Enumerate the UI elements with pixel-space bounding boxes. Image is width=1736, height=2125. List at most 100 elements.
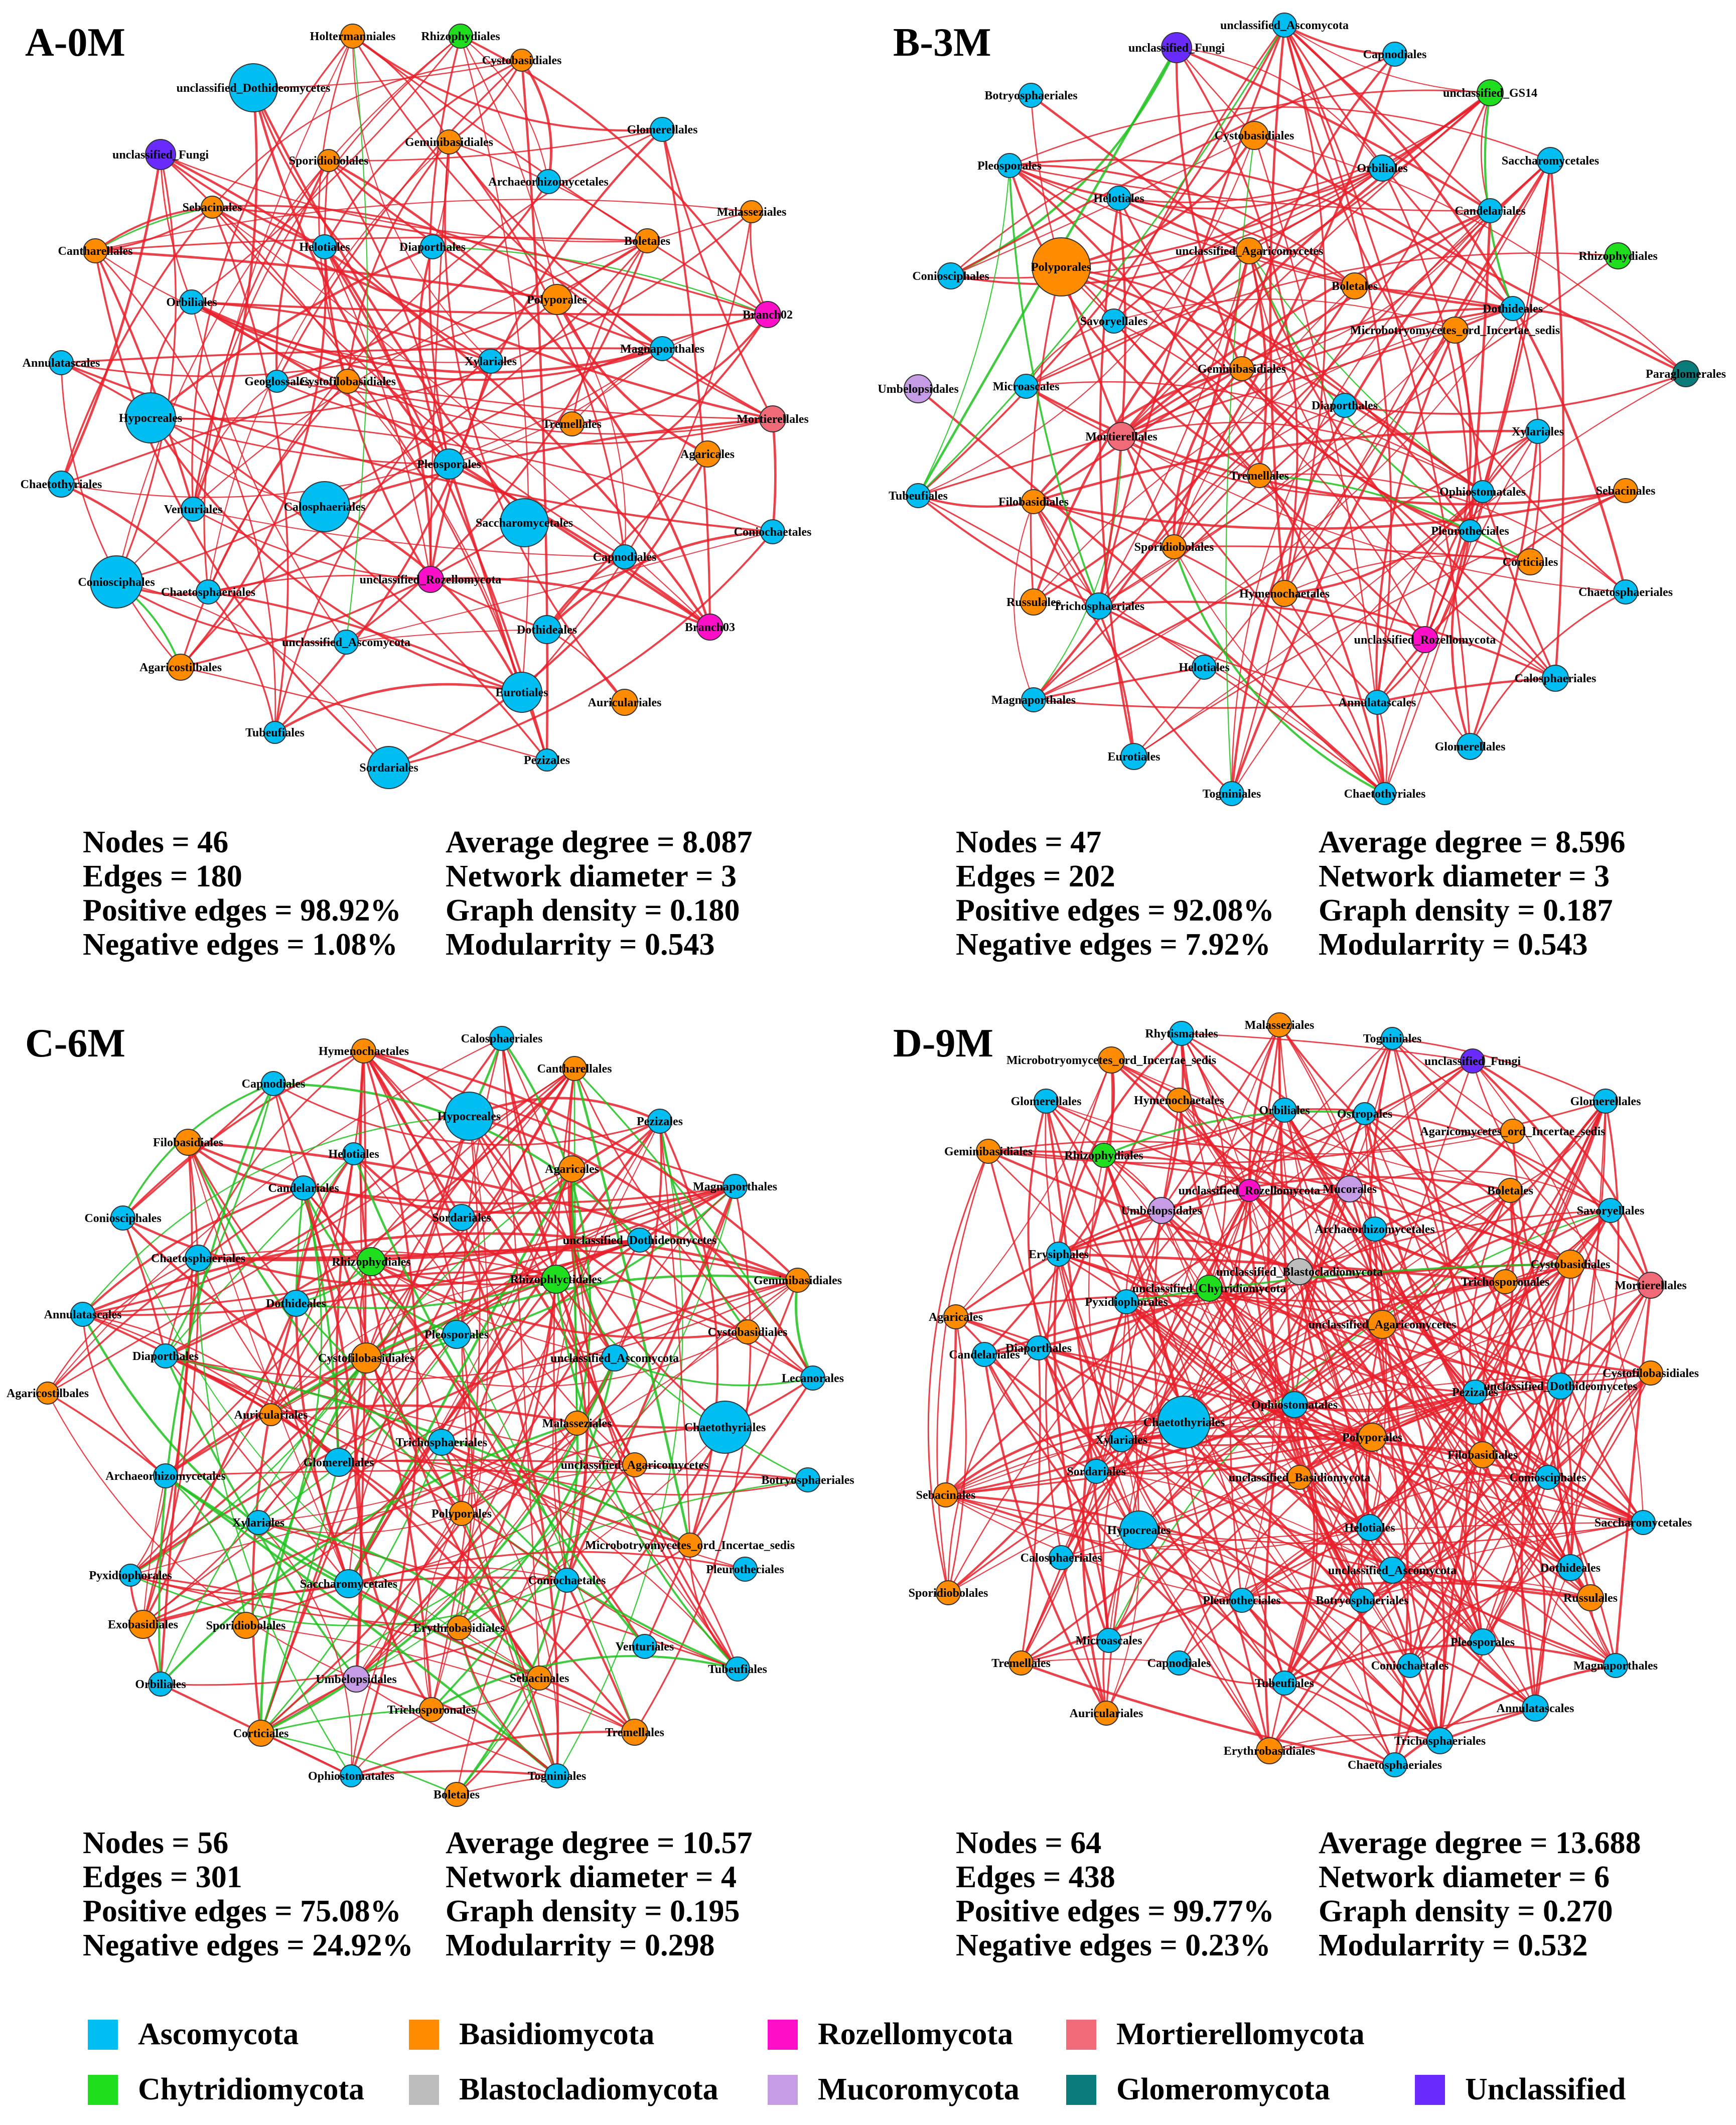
positive-edge	[129, 1050, 365, 1576]
network-node: Saccharomycetales	[1502, 147, 1599, 174]
negative-edge	[461, 1513, 558, 1776]
positive-edge	[1033, 404, 1346, 701]
network-node: Ophiostomatales	[308, 1764, 394, 1787]
node-label: Microbotryomycetes_ord_Incertae_sedis	[1006, 1054, 1216, 1067]
node-circle	[1353, 1102, 1376, 1125]
node-circle	[562, 1056, 587, 1081]
positive-edge	[983, 1354, 1097, 1472]
network-node: Tremellales	[605, 1719, 664, 1746]
node-label: Chaetosphaeriales	[1348, 1759, 1442, 1772]
node-label: Corticiales	[1503, 556, 1558, 569]
node-label: Tremellales	[605, 1726, 664, 1739]
positive-edge	[1173, 250, 1251, 547]
positive-edge	[1283, 1404, 1316, 1684]
network-node: Archaeorhizomycetales	[1315, 1217, 1435, 1242]
stat-graph-density: Graph density = 0.270	[1319, 1894, 1613, 1928]
negative-edge	[245, 1187, 323, 1626]
node-label: Annulatascales	[1339, 696, 1416, 709]
node-circle	[1522, 1695, 1549, 1722]
network-node: Tubeufiales	[245, 721, 305, 744]
node-label: Filobasidiales	[998, 496, 1069, 509]
positive-edge	[1248, 1189, 1651, 1375]
network-node: Botryosphaeriales	[761, 1467, 854, 1492]
network-node: Boletales	[1487, 1178, 1533, 1203]
positive-edge	[207, 141, 450, 592]
node-label: unclassified_Basidiomycota	[1229, 1471, 1371, 1484]
positive-edge	[556, 299, 626, 557]
positive-edge	[1009, 165, 1491, 212]
positive-edge	[1102, 1155, 1371, 1529]
positive-edge	[1030, 266, 1062, 602]
node-circle	[448, 1204, 475, 1231]
positive-edge	[150, 245, 433, 419]
positive-edge	[1030, 94, 1250, 252]
positive-edge	[1176, 46, 1491, 212]
positive-edge	[165, 1068, 575, 1357]
positive-edge	[211, 206, 773, 420]
stat-negative-edges: Negative edges = 0.23%	[956, 1928, 1271, 1962]
positive-edge	[1391, 1038, 1571, 1568]
network-node: Togniniales	[1203, 781, 1261, 806]
positive-edge	[160, 153, 711, 628]
node-label: Pyxidiophorales	[89, 1569, 172, 1582]
positive-edge	[346, 531, 773, 643]
positive-edge	[1045, 1059, 1112, 1714]
node-circle	[541, 284, 572, 315]
node-circle	[1162, 534, 1187, 559]
node-circle	[1382, 42, 1407, 67]
positive-edge	[950, 89, 1491, 277]
negative-edge	[260, 1479, 808, 1734]
positive-edge	[1482, 1101, 1607, 1642]
positive-edge	[180, 380, 349, 668]
node-label: Geminibasidiales	[754, 1274, 842, 1287]
node-label: Pleurotheciales	[1203, 1594, 1281, 1607]
node-label: Diaporthales	[132, 1350, 199, 1363]
stat-negative-edges: Negative edges = 1.08%	[83, 928, 398, 962]
positive-edge	[348, 1583, 540, 1679]
network-graph-a: unclassified_DothideomycetesHoltermannia…	[21, 24, 811, 789]
network-node: Togniniales	[1363, 1027, 1421, 1050]
network-node: unclassified_Agaricomycetes	[1176, 237, 1323, 264]
network-node: Rhizophlyctidales	[510, 1265, 602, 1294]
positive-edge	[122, 1083, 274, 1219]
positive-edge	[539, 1677, 636, 1733]
positive-edge	[270, 1068, 575, 1415]
node-label: Ophiostomatales	[1439, 486, 1526, 499]
positive-edge	[348, 1567, 567, 1585]
node-label: unclassified_Dothideomycetes	[177, 82, 331, 95]
network-node: Helotiales	[328, 1142, 379, 1165]
node-circle	[1196, 1275, 1223, 1302]
network-node: Calosphaeriales	[461, 1026, 542, 1051]
node-circle	[1098, 1046, 1125, 1074]
positive-edge	[1298, 1271, 1536, 1709]
node-label: Orbiliales	[166, 296, 217, 309]
legend-swatch	[409, 2074, 439, 2105]
network-node: Candelariales	[949, 1342, 1020, 1367]
node-label: Hypocreales	[119, 412, 182, 425]
network-node: Eurotiales	[496, 672, 548, 713]
positive-edge	[520, 60, 549, 761]
node-label: unclassified_Blastocladiomycota	[1216, 1266, 1383, 1279]
node-label: Sebacinales	[1596, 485, 1656, 498]
node-label: Sporidiobolales	[289, 155, 369, 168]
network-node: Diaporthales	[1312, 393, 1378, 418]
network-node: Russulales	[1563, 1584, 1618, 1611]
node-circle	[740, 200, 763, 223]
positive-edge	[1241, 1392, 1476, 1601]
network-node: Polyporales	[1031, 237, 1091, 296]
node-label: Venturiales	[616, 1640, 674, 1653]
network-node: Filobasidiales	[1448, 1441, 1518, 1468]
network-node: unclassified_Agaricomycetes	[561, 1452, 708, 1477]
network-node: Sordariales	[1067, 1459, 1126, 1484]
positive-edge	[1099, 198, 1135, 757]
positive-edge	[95, 206, 213, 252]
node-label: Chaetosphaeriales	[161, 586, 255, 599]
legend-item-mortierellomycota: Mortierellomycota	[1066, 2017, 1365, 2052]
node-label: Malasseziales	[1245, 1019, 1315, 1032]
node-label: Archaeorhizomycetales	[105, 1470, 225, 1483]
node-label: Cystobasidiales	[1215, 129, 1294, 142]
positive-edge	[272, 1083, 463, 1514]
node-circle	[1382, 1752, 1407, 1777]
node-circle	[1498, 1178, 1523, 1203]
node-label: Rhizophydiales	[332, 1256, 410, 1269]
